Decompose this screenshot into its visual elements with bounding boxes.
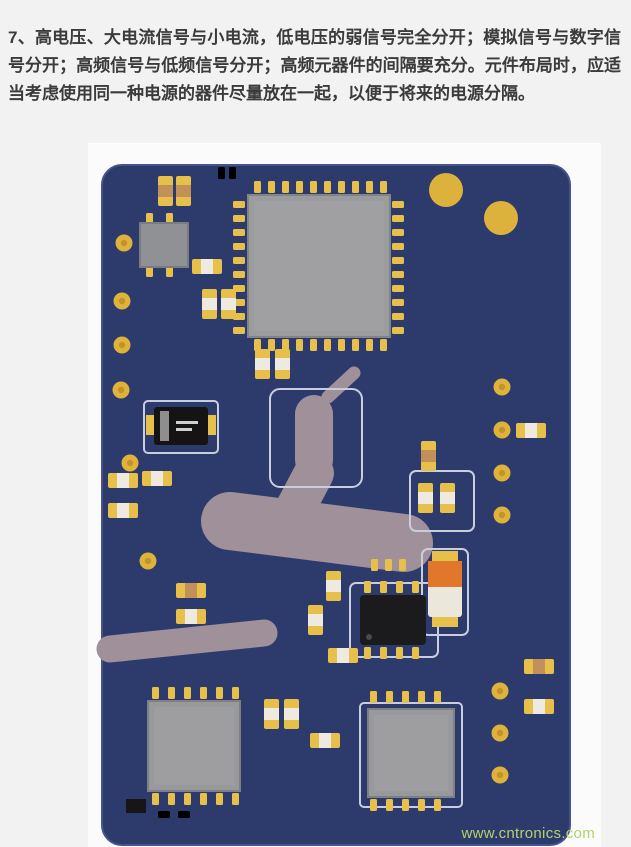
bottom-left-ic bbox=[147, 687, 241, 805]
small-black-component bbox=[126, 799, 146, 813]
small-ic-top-left bbox=[139, 213, 189, 277]
sop8-ic bbox=[360, 559, 426, 659]
pcb-photo: www.cntronics.com bbox=[88, 143, 601, 847]
board bbox=[101, 164, 571, 846]
copper-traces bbox=[96, 366, 433, 663]
silkscreen-outlines bbox=[143, 388, 475, 808]
article-paragraph: 7、高电压、大电流信号与小电流，低电压的弱信号完全分开；模拟信号与数字信号分开；… bbox=[8, 28, 621, 103]
smd-components bbox=[108, 167, 554, 818]
watermark-text: www.cntronics.com bbox=[461, 825, 595, 842]
pcb-render-svg bbox=[96, 164, 571, 846]
diode-component bbox=[146, 407, 216, 445]
bottom-right-ic bbox=[367, 691, 455, 811]
mounting-pads bbox=[429, 173, 518, 235]
tantalum-capacitor bbox=[428, 551, 462, 627]
qfp-chip bbox=[233, 181, 404, 351]
